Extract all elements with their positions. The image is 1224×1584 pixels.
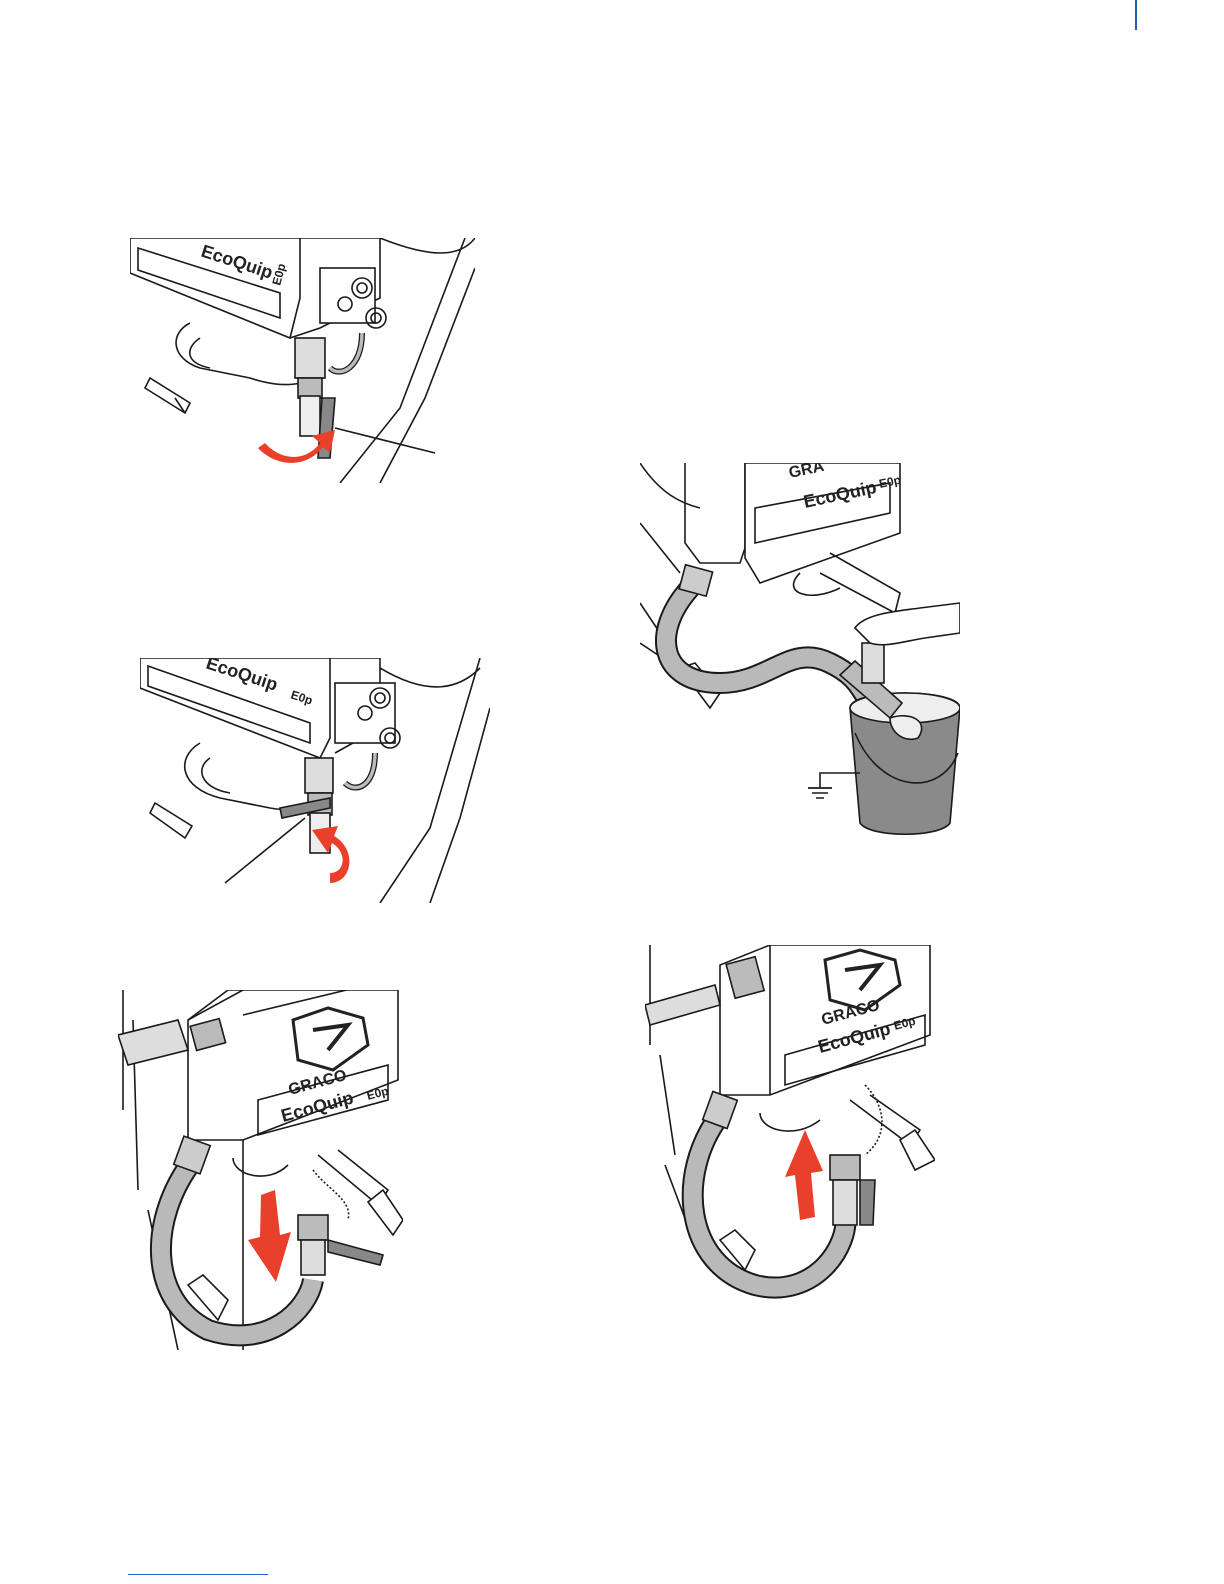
down-arrow-icon — [248, 1190, 291, 1282]
rotate-arrow-icon — [312, 826, 349, 883]
page-top-rule — [1135, 0, 1137, 30]
footer-link-underline[interactable] — [128, 1574, 268, 1575]
up-arrow-icon — [785, 1130, 823, 1220]
figure-remove-fitting: GRACO EcoQuip E0p — [118, 990, 403, 1350]
figure-drain-into-bucket: GRA EcoQuip E0p — [640, 463, 960, 838]
figure-close-drain-valve: EcoQuip E0p — [130, 238, 475, 483]
figure-reinstall-fitting: GRACO EcoQuip E0p — [645, 945, 935, 1305]
figure-open-drain-valve: EcoQuip E0p — [140, 658, 490, 903]
